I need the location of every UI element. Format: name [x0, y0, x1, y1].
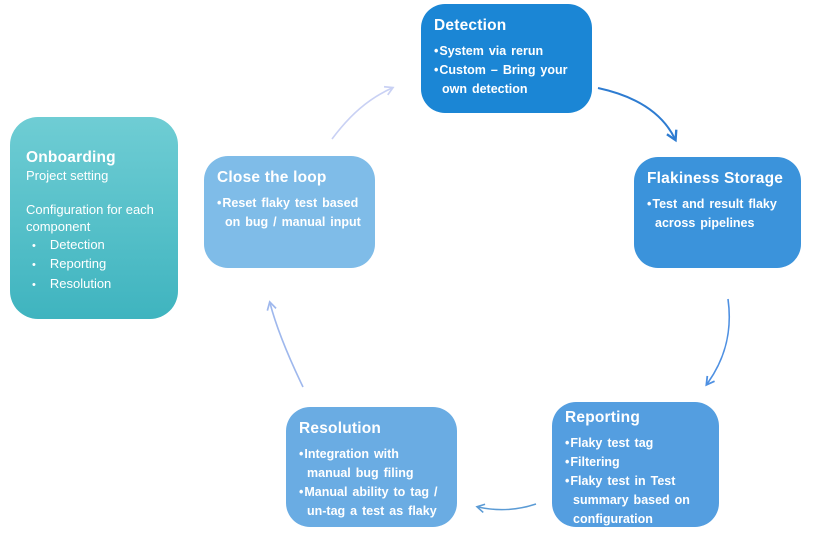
- onboarding-item: Resolution: [26, 275, 164, 295]
- onboarding-item: Detection: [26, 236, 164, 256]
- close-the-loop-bullet: Reset flaky test based on bug / manual i…: [217, 194, 363, 232]
- reporting-bullet: Flaky test in Test summary based on conf…: [565, 472, 707, 529]
- closeloop-to-detection-arrow: [331, 85, 395, 140]
- reporting-to-resolution-arrow: [475, 503, 537, 514]
- onboarding-description: component: [26, 219, 91, 234]
- resolution-node: Resolution Integration with manual bug f…: [286, 407, 457, 527]
- onboarding-title: Onboarding: [26, 149, 116, 166]
- detection-bullet: Custom – Bring your own detection: [434, 61, 580, 99]
- detection-to-storage-arrow: [597, 87, 678, 143]
- reporting-bullet: Flaky test tag: [565, 434, 707, 453]
- onboarding-spacer: [26, 185, 164, 201]
- detection-title: Detection: [434, 17, 507, 34]
- resolution-bullet: Integration with manual bug filing: [299, 445, 445, 483]
- resolution-bullet: Manual ability to tag / un-tag a test as…: [299, 483, 445, 521]
- resolution-title: Resolution: [299, 420, 382, 437]
- reporting-title: Reporting: [565, 409, 640, 426]
- reporting-bullet: Filtering: [565, 453, 707, 472]
- detection-bullet: System via rerun: [434, 42, 580, 61]
- close-the-loop-node: Close the loop Reset flaky test based on…: [204, 156, 375, 268]
- onboarding-description: Configuration for each: [26, 201, 154, 217]
- reporting-node: Reporting Flaky test tag Filtering Flaky…: [552, 402, 719, 527]
- resolution-to-closeloop-arrow: [266, 300, 304, 388]
- close-the-loop-title: Close the loop: [217, 169, 327, 186]
- storage-to-reporting-arrow: [705, 298, 731, 387]
- onboarding-item: Reporting: [26, 255, 164, 275]
- onboarding-card: Onboarding Project setting Configuration…: [10, 117, 178, 319]
- onboarding-subtitle: Project setting: [26, 168, 109, 183]
- flakiness-storage-title: Flakiness Storage: [647, 170, 784, 187]
- detection-node: Detection System via rerun Custom – Brin…: [421, 4, 592, 113]
- flakiness-storage-node: Flakiness Storage Test and result flaky …: [634, 157, 801, 268]
- flakiness-storage-bullet: Test and result flaky across pipelines: [647, 195, 789, 233]
